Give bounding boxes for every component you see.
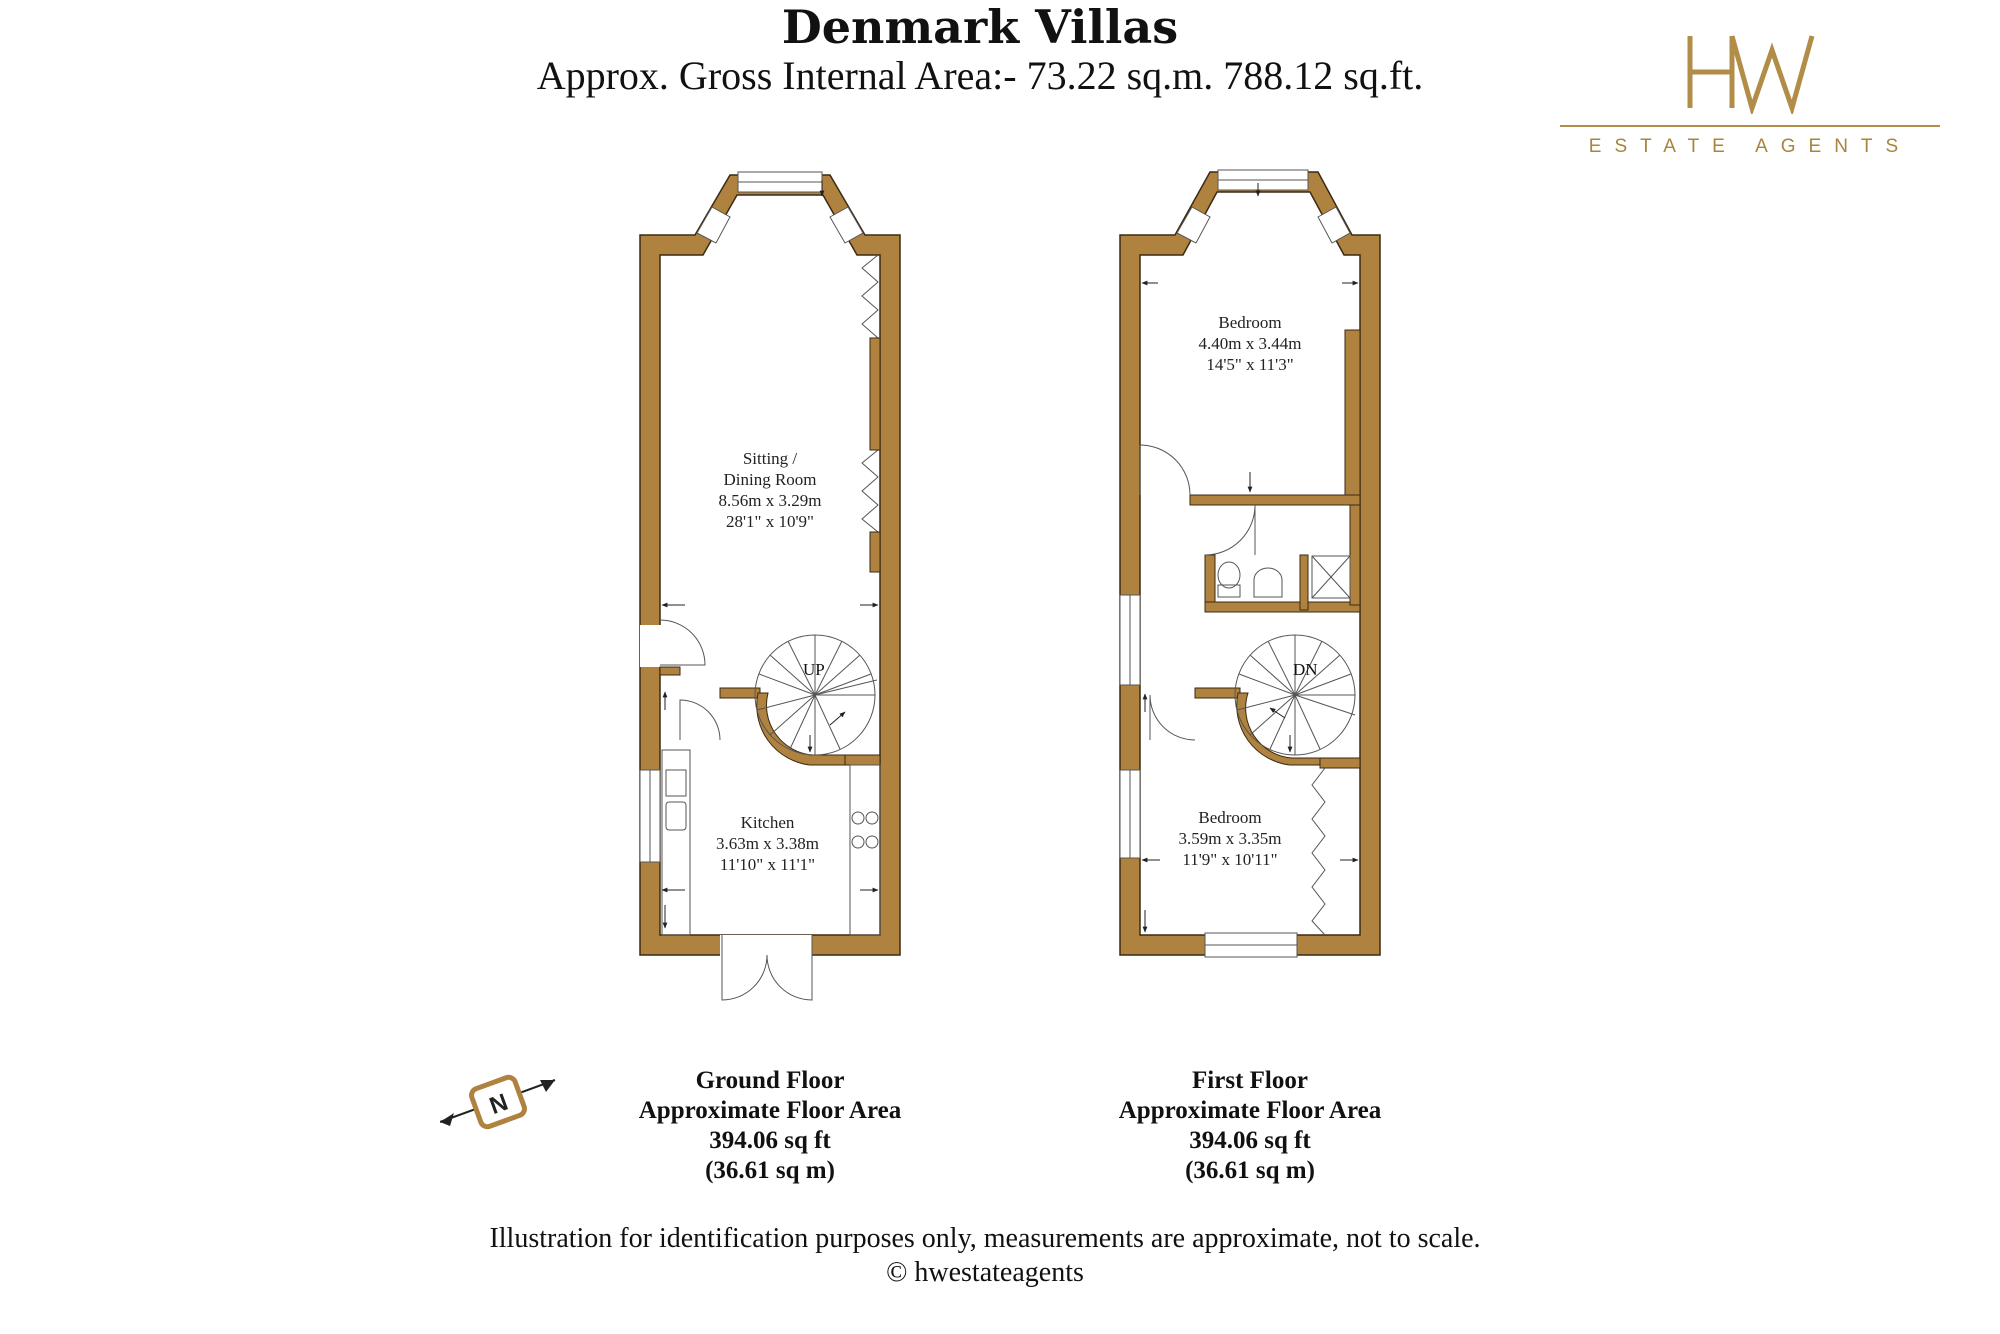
ground-floor-caption: Ground Floor Approximate Floor Area 394.… bbox=[638, 1067, 902, 1184]
hw-estate-agents-logo: ESTATE AGENTS bbox=[1560, 30, 1940, 170]
first-floor-caption: First Floor Approximate Floor Area 394.0… bbox=[1118, 1067, 1382, 1184]
room-label-bedroom-2: Bedroom 3.59m x 3.35m 11'9" x 10'11" bbox=[1178, 808, 1282, 869]
gross-area-subtitle: Approx. Gross Internal Area:- 73.22 sq.m… bbox=[536, 53, 1424, 98]
stair-label-down: DN bbox=[1293, 660, 1318, 679]
stair-label-up: UP bbox=[803, 660, 825, 679]
hw-logo-mark-icon bbox=[1687, 35, 1815, 114]
north-compass-icon: N bbox=[440, 1074, 556, 1130]
logo-tagline: ESTATE AGENTS bbox=[1588, 136, 1912, 157]
room-label-kitchen: Kitchen 3.63m x 3.38m 11'10" x 11'1" bbox=[716, 813, 819, 874]
page-title: Denmark Villas bbox=[781, 0, 1179, 54]
logo-divider bbox=[1560, 125, 1940, 127]
disclaimer: Illustration for identification purposes… bbox=[0, 1222, 1985, 1290]
copyright-text: © hwestateagents bbox=[886, 1257, 1084, 1288]
disclaimer-text: Illustration for identification purposes… bbox=[489, 1223, 1481, 1254]
first-floor-plan bbox=[1119, 169, 1381, 958]
ground-floor-plan bbox=[639, 171, 901, 1001]
room-label-bedroom-1: Bedroom 4.40m x 3.44m 14'5" x 11'3" bbox=[1198, 313, 1302, 374]
room-label-sitting-dining: Sitting / Dining Room 8.56m x 3.29m 28'1… bbox=[718, 449, 822, 531]
